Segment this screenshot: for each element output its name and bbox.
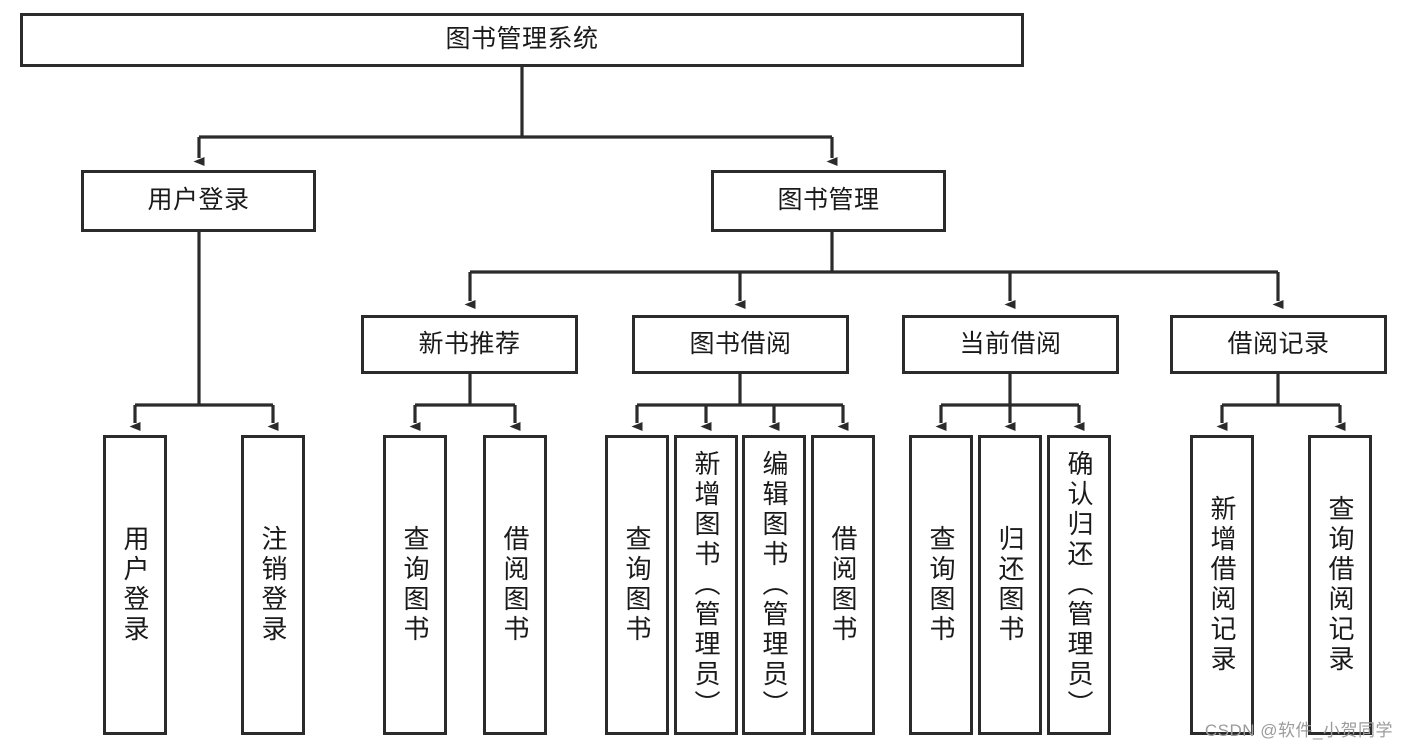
node-label: 图书管理 [777, 186, 880, 215]
node-label: 编辑图书（管理员） [759, 450, 789, 720]
node-label: 新增借阅记录 [1207, 495, 1237, 675]
node-user-login[interactable]: 用户登录 [81, 170, 316, 232]
node-label: 用户登录 [120, 525, 150, 645]
node-book-borrowing[interactable]: 图书借阅 [632, 315, 849, 374]
node-label: 注销登录 [258, 525, 288, 645]
node-label: 新书推荐 [418, 329, 521, 358]
leaf-cb-confirm-return-admin[interactable]: 确认归还（管理员） [1047, 435, 1111, 735]
leaf-user-login[interactable]: 用户登录 [103, 435, 167, 735]
node-label: 查询图书 [400, 525, 430, 645]
leaf-cb-query-books[interactable]: 查询图书 [909, 435, 973, 735]
node-label: 用户登录 [147, 186, 250, 215]
node-label: 借阅记录 [1227, 329, 1330, 358]
node-root-book-management-system[interactable]: 图书管理系统 [20, 13, 1024, 67]
watermark-text: CSDN @软件_小贺同学 [1204, 721, 1393, 740]
node-label: 当前借阅 [959, 329, 1062, 358]
node-label: 归还图书 [995, 525, 1025, 645]
leaf-logout[interactable]: 注销登录 [241, 435, 305, 735]
node-label: 图书借阅 [689, 329, 792, 358]
node-label: 确认归还（管理员） [1064, 450, 1094, 720]
leaf-br-query-record[interactable]: 查询借阅记录 [1308, 435, 1372, 735]
node-label: 新增图书（管理员） [691, 450, 721, 720]
node-borrowing-record[interactable]: 借阅记录 [1170, 315, 1387, 374]
node-label: 借阅图书 [500, 525, 530, 645]
node-current-borrowing[interactable]: 当前借阅 [902, 315, 1119, 374]
leaf-bb-edit-book-admin[interactable]: 编辑图书（管理员） [742, 435, 806, 735]
leaf-nb-query-books[interactable]: 查询图书 [383, 435, 447, 735]
node-new-book-recommendation[interactable]: 新书推荐 [361, 315, 578, 374]
leaf-bb-borrow-books[interactable]: 借阅图书 [811, 435, 875, 735]
leaf-nb-borrow-books[interactable]: 借阅图书 [483, 435, 547, 735]
leaf-cb-return-books[interactable]: 归还图书 [978, 435, 1042, 735]
node-label: 查询借阅记录 [1325, 495, 1355, 675]
leaf-bb-add-book-admin[interactable]: 新增图书（管理员） [674, 435, 738, 735]
node-book-management[interactable]: 图书管理 [711, 170, 946, 232]
node-label: 图书管理系统 [445, 25, 599, 54]
node-label: 借阅图书 [828, 525, 858, 645]
node-label: 查询图书 [622, 525, 652, 645]
node-label: 查询图书 [926, 525, 956, 645]
leaf-bb-query-books[interactable]: 查询图书 [605, 435, 669, 735]
leaf-br-add-record[interactable]: 新增借阅记录 [1190, 435, 1254, 735]
